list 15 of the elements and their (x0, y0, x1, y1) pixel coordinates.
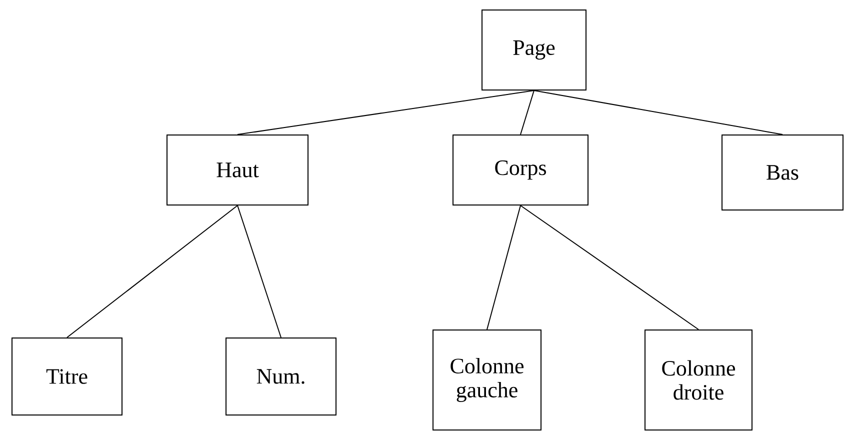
connector-line (520, 205, 699, 330)
connector-line (237, 205, 282, 338)
tree-box: Num. (226, 338, 336, 416)
tree-box: Titre (12, 338, 122, 416)
connector-line (486, 205, 521, 330)
tree-box: Colonne gauche (432, 330, 542, 430)
tree-box: Page (482, 10, 586, 90)
tree-box: Haut (166, 134, 308, 206)
connector-line (66, 205, 238, 338)
tree-box: Colonne droite (644, 330, 752, 430)
tree-box: Bas (722, 134, 844, 210)
connector-line (534, 90, 783, 135)
connector-line (520, 90, 534, 135)
tree-box: Corps (452, 134, 588, 206)
connector-line (237, 90, 534, 135)
